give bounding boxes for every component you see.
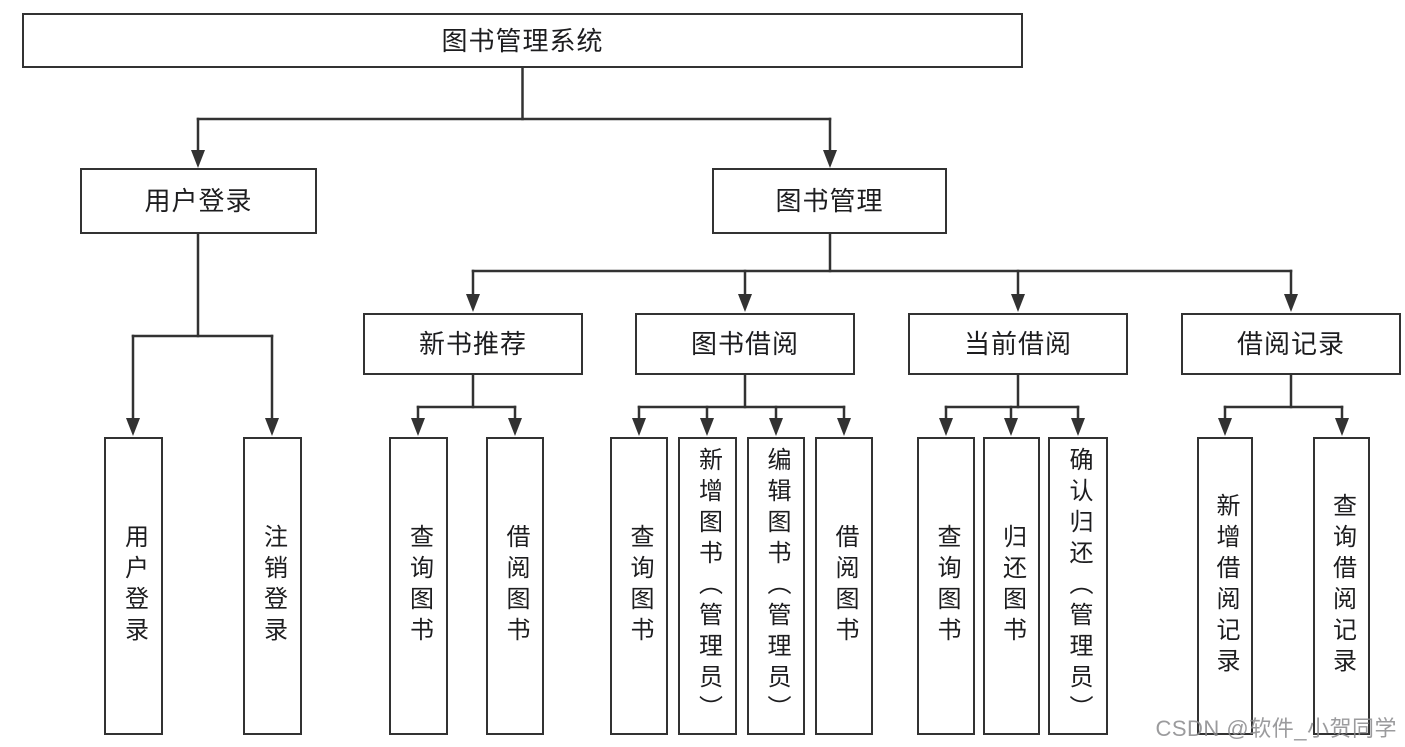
leaf-edit-books-admin: 编辑图书（管理员） (747, 437, 805, 735)
leaf-query-borrow-record: 查询借阅记录 (1313, 437, 1370, 735)
node-current-borrow: 当前借阅 (908, 313, 1128, 375)
node-borrow-records: 借阅记录 (1181, 313, 1401, 375)
leaf-confirm-return-admin: 确认归还（管理员） (1048, 437, 1108, 735)
leaf-borrow-books-recommend: 借阅图书 (486, 437, 544, 735)
leaf-borrow-books: 借阅图书 (815, 437, 873, 735)
leaf-query-books-recommend: 查询图书 (389, 437, 448, 735)
node-user-login: 用户登录 (80, 168, 317, 234)
leaf-add-books-admin: 新增图书（管理员） (678, 437, 737, 735)
leaf-logout: 注销登录 (243, 437, 302, 735)
node-book-management: 图书管理 (712, 168, 947, 234)
leaf-user-login: 用户登录 (104, 437, 163, 735)
node-library-system: 图书管理系统 (22, 13, 1023, 68)
leaf-add-borrow-record: 新增借阅记录 (1197, 437, 1253, 735)
leaf-return-books: 归还图书 (983, 437, 1040, 735)
node-new-book-recommend: 新书推荐 (363, 313, 583, 375)
leaf-query-books-current: 查询图书 (917, 437, 975, 735)
node-book-borrow: 图书借阅 (635, 313, 855, 375)
leaf-query-books-borrow: 查询图书 (610, 437, 668, 735)
csdn-watermark: CSDN @软件_小贺同学 (1155, 716, 1397, 741)
